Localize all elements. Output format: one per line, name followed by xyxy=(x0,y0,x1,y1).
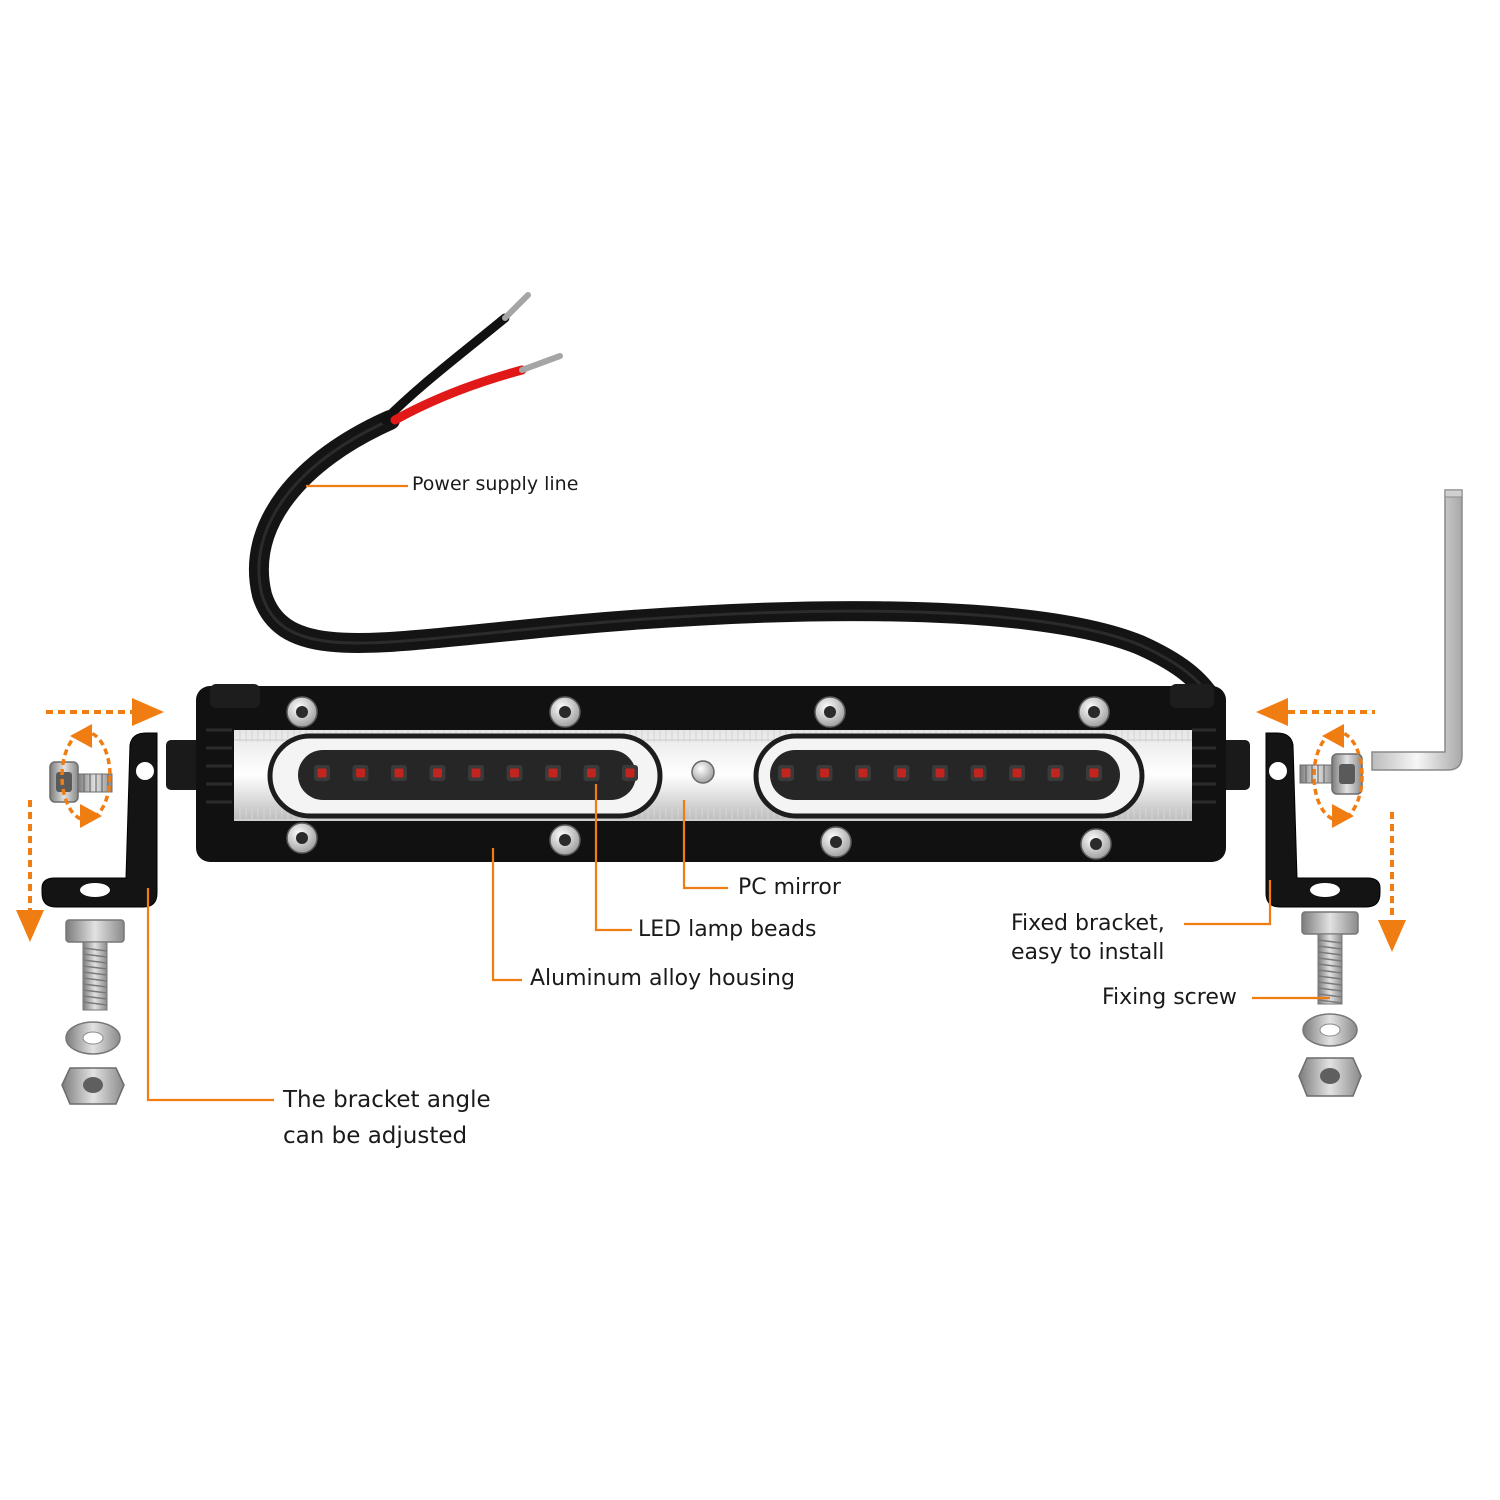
rotate-left-icon xyxy=(60,724,112,828)
bolt-thread xyxy=(1317,963,1343,968)
bolt-thread xyxy=(1317,945,1343,950)
pc-mirror-lens xyxy=(267,733,1145,819)
bolt-thread xyxy=(1317,957,1343,962)
leader-bracket-angle xyxy=(146,888,274,1102)
bolt-thread xyxy=(1317,975,1343,980)
screw-hex-socket xyxy=(559,834,571,846)
bolt-thread xyxy=(82,965,108,970)
screw-hex-socket xyxy=(830,836,842,848)
screw-hex-socket xyxy=(1090,838,1102,850)
center-screw-icon xyxy=(691,760,715,784)
label-fixed-bracket-line2: easy to install xyxy=(1011,940,1165,965)
label-fixing-screw: Fixing screw xyxy=(1102,985,1237,1010)
led-lamp-beads xyxy=(314,765,1102,781)
arrow-right-icon xyxy=(46,698,164,726)
left-bracket xyxy=(41,732,158,908)
led-bead xyxy=(317,768,327,778)
led-bead xyxy=(394,768,404,778)
led-bead xyxy=(433,768,442,778)
leader-lines xyxy=(146,484,1330,1102)
led-bead xyxy=(897,768,906,778)
led-bead xyxy=(548,768,558,778)
bolt-thread xyxy=(82,995,108,1000)
right-bracket-screw-icon xyxy=(1299,753,1363,795)
bolt-thread xyxy=(82,1001,108,1006)
bolt-thread xyxy=(82,971,108,976)
bolt-thread xyxy=(82,947,108,952)
label-bracket-angle-line2: can be adjusted xyxy=(283,1123,468,1149)
label-pc-mirror: PC mirror xyxy=(738,875,841,900)
bolt-thread xyxy=(1317,981,1343,986)
bolt-thread xyxy=(82,983,108,988)
label-bracket-angle: The bracket angle can be adjusted xyxy=(283,1082,491,1154)
allen-key xyxy=(1371,489,1463,771)
right-nut-icon xyxy=(1298,1057,1362,1097)
bolt-thread xyxy=(82,953,108,958)
right-bracket xyxy=(1265,732,1381,908)
led-bead xyxy=(781,768,791,778)
screw-hex-socket xyxy=(824,706,836,718)
label-power-supply-line: Power supply line xyxy=(412,473,579,495)
led-bead xyxy=(820,768,829,778)
left-bracket-screw-icon xyxy=(49,761,113,803)
led-bead xyxy=(935,768,945,778)
leader-led-beads xyxy=(594,784,632,932)
led-bead xyxy=(1051,768,1060,778)
bolt-thread xyxy=(1317,951,1343,956)
led-bead xyxy=(471,768,481,778)
label-fixed-bracket-line1: Fixed bracket, xyxy=(1011,911,1165,936)
label-aluminum-alloy-housing: Aluminum alloy housing xyxy=(530,966,795,991)
bolt-thread xyxy=(1317,999,1343,1004)
arrow-down-left-icon xyxy=(16,800,44,942)
red-wire xyxy=(390,353,563,425)
led-bead xyxy=(625,768,635,778)
arrow-left-icon xyxy=(1256,698,1375,726)
led-bead xyxy=(858,768,868,778)
bolt-thread xyxy=(82,977,108,982)
screw-hex-socket xyxy=(1088,706,1100,718)
led-bead xyxy=(510,768,519,778)
power-cable xyxy=(248,410,1222,710)
arrow-down-right-icon xyxy=(1378,812,1406,952)
led-bead xyxy=(1012,768,1022,778)
right-hex-bolt-icon xyxy=(1301,911,1359,1005)
bolt-thread xyxy=(1317,993,1343,998)
rotate-right-icon xyxy=(1312,724,1364,828)
bolt-thread xyxy=(1317,969,1343,974)
led-bead xyxy=(587,768,596,778)
label-fixed-bracket: Fixed bracket, easy to install xyxy=(1011,909,1165,967)
leader-fixed-bracket xyxy=(1184,880,1272,926)
bolt-thread xyxy=(82,989,108,994)
screw-hex-socket xyxy=(296,832,308,844)
housing-screws xyxy=(286,696,1112,860)
bolt-thread xyxy=(82,959,108,964)
light-bar xyxy=(166,684,1250,862)
left-nut-icon xyxy=(61,1067,125,1105)
screw-hex-socket xyxy=(559,706,571,718)
bolt-thread xyxy=(1317,939,1343,944)
black-wire xyxy=(380,292,531,425)
leader-pc-mirror xyxy=(682,800,728,890)
led-bead xyxy=(974,768,983,778)
led-bead xyxy=(356,768,365,778)
led-bead xyxy=(1089,768,1099,778)
label-led-lamp-beads: LED lamp beads xyxy=(638,917,817,942)
screw-hex-socket xyxy=(296,706,308,718)
left-washer-icon xyxy=(65,1021,121,1055)
leader-housing xyxy=(491,848,522,982)
bolt-thread xyxy=(1317,987,1343,992)
label-bracket-angle-line1: The bracket angle xyxy=(283,1087,491,1113)
left-hex-bolt-icon xyxy=(65,919,125,1011)
right-washer-icon xyxy=(1302,1013,1358,1047)
